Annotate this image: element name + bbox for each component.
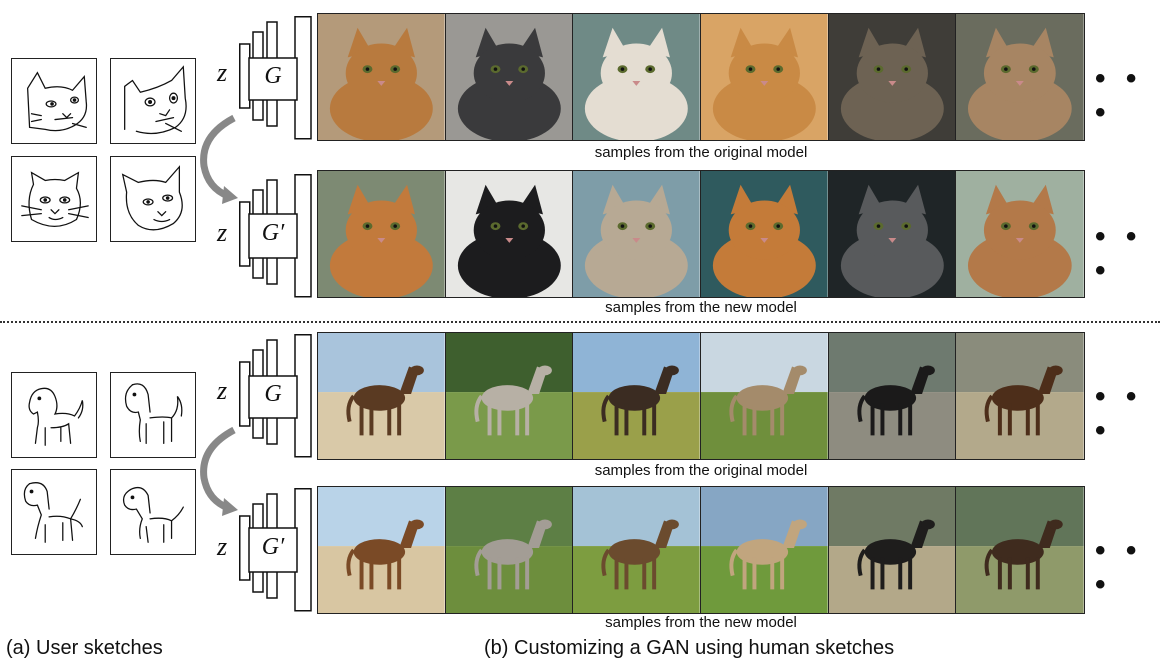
ellipsis: • • • bbox=[1095, 380, 1143, 447]
horse-new-sample bbox=[701, 487, 829, 613]
generator-g-prime-label: G′ bbox=[261, 534, 285, 560]
generator-g-prime-icon bbox=[239, 488, 313, 612]
cat-sketch-2 bbox=[110, 58, 196, 144]
finetune-arrow-icon bbox=[194, 426, 246, 522]
cat-new-sample bbox=[701, 171, 829, 297]
horse-original-sample bbox=[318, 333, 446, 459]
horse-sketch-2 bbox=[110, 372, 196, 458]
generator-g-prime-icon bbox=[239, 174, 313, 298]
horse-sketch-1 bbox=[11, 372, 97, 458]
horse-original-sample bbox=[573, 333, 702, 459]
ellipsis: • • • bbox=[1095, 62, 1143, 129]
cat-sketch-1 bbox=[11, 58, 97, 144]
cat-original-caption: samples from the original model bbox=[594, 144, 808, 161]
horse-new-sample bbox=[573, 487, 702, 613]
horse-original-sample bbox=[701, 333, 829, 459]
generator-g-icon bbox=[239, 16, 313, 140]
cat-original-sample bbox=[956, 14, 1085, 140]
generator-g-icon bbox=[239, 334, 313, 458]
cat-original-sample bbox=[318, 14, 446, 140]
horse-new-sample bbox=[956, 487, 1085, 613]
caption-customizing-gan: (b) Customizing a GAN using human sketch… bbox=[484, 637, 895, 659]
finetune-arrow-icon bbox=[194, 114, 246, 210]
cat-new-sample bbox=[573, 171, 702, 297]
horse-original-samples bbox=[317, 332, 1085, 460]
cat-new-sample bbox=[828, 171, 957, 297]
horse-new-sample bbox=[318, 487, 446, 613]
cat-original-sample bbox=[445, 14, 574, 140]
generator-g-label: G bbox=[264, 63, 282, 89]
generator-g-label: G bbox=[264, 381, 282, 407]
section-divider bbox=[0, 321, 1160, 323]
cat-sketch-3 bbox=[11, 156, 97, 242]
horse-original-sample bbox=[445, 333, 574, 459]
horse-sketch-3 bbox=[11, 469, 97, 555]
cat-original-sample bbox=[828, 14, 957, 140]
cat-new-samples bbox=[317, 170, 1085, 298]
generator-g-prime-label: G′ bbox=[261, 220, 285, 246]
horse-original-caption: samples from the original model bbox=[594, 462, 808, 479]
cat-new-sample bbox=[318, 171, 446, 297]
z-latent-label: z bbox=[217, 376, 228, 405]
ellipsis: • • • bbox=[1095, 220, 1143, 287]
cat-original-sample bbox=[701, 14, 829, 140]
ellipsis: • • • bbox=[1095, 534, 1143, 601]
cat-new-caption: samples from the new model bbox=[605, 299, 797, 316]
horse-new-samples bbox=[317, 486, 1085, 614]
cat-new-sample bbox=[956, 171, 1085, 297]
horse-new-caption: samples from the new model bbox=[605, 614, 797, 631]
cat-new-sample bbox=[445, 171, 574, 297]
cat-sketch-4 bbox=[110, 156, 196, 242]
cat-original-sample bbox=[573, 14, 702, 140]
horse-new-sample bbox=[828, 487, 957, 613]
horse-new-sample bbox=[445, 487, 574, 613]
caption-user-sketches: (a) User sketches bbox=[6, 637, 163, 659]
cat-original-samples bbox=[317, 13, 1085, 141]
z-latent-label: z bbox=[217, 58, 228, 87]
z-latent-label: z bbox=[217, 532, 228, 561]
horse-original-sample bbox=[828, 333, 957, 459]
z-latent-label: z bbox=[217, 218, 228, 247]
horse-sketch-4 bbox=[110, 469, 196, 555]
horse-original-sample bbox=[956, 333, 1085, 459]
